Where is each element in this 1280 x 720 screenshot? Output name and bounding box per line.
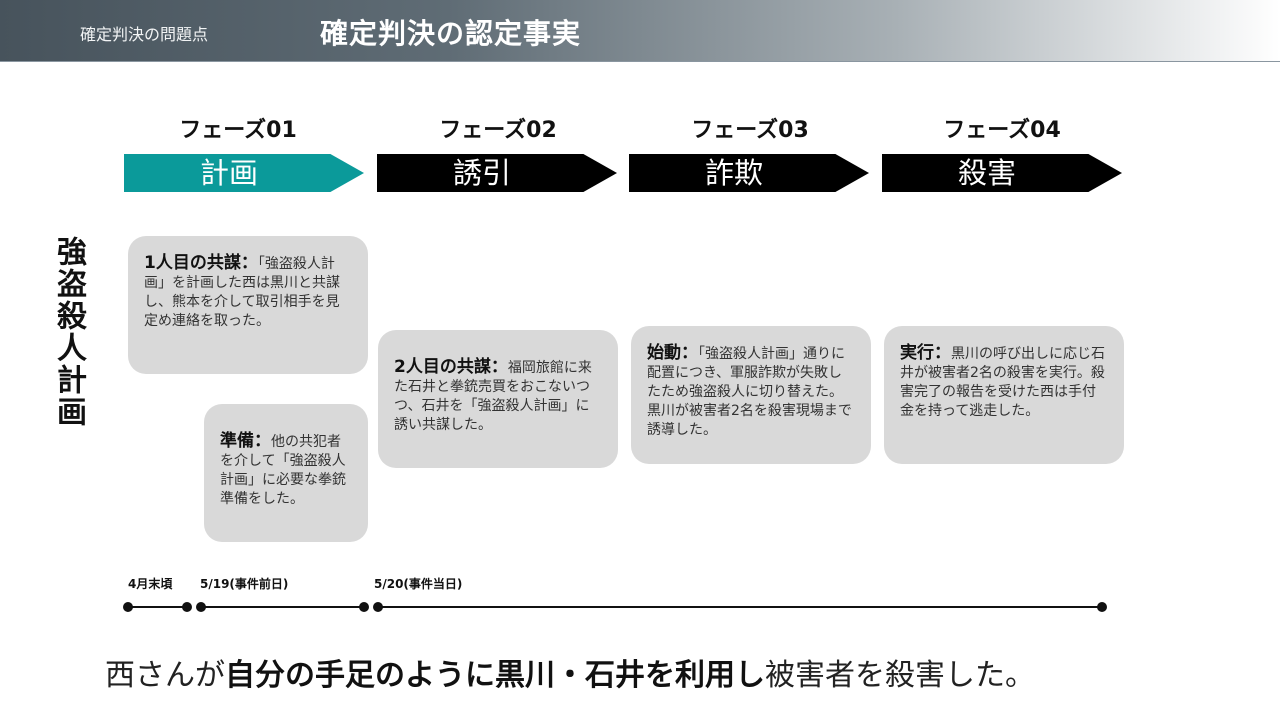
timeline-label-may19: 5/19(事件前日) xyxy=(200,577,289,591)
slide-title: 確定判決の認定事実 xyxy=(320,17,582,50)
card-first-conspiracy: 1人目の共謀：「強盗殺人計画」を計画した西は黒川と共謀し、熊本を介して取引相手を… xyxy=(128,236,368,374)
phase-name-kill: 殺害 xyxy=(957,156,1016,190)
timeline-label-late-april: 4月末頃 xyxy=(128,577,173,591)
card-head: 準備： xyxy=(220,431,271,451)
timeline-dot xyxy=(359,602,369,612)
side-title: 強盗殺人計画 xyxy=(51,236,86,428)
timeline-dot xyxy=(123,602,133,612)
timeline-segment-3 xyxy=(378,606,1102,608)
timeline-dot xyxy=(1097,602,1107,612)
card-body: 他の共犯者を介して「強盗殺人計画」に必要な拳銃準備をした。 xyxy=(220,434,346,507)
card-start: 始動：「強盗殺人計画」通りに配置につき、軍服詐欺が失敗したため強盗殺人に切り替え… xyxy=(631,326,871,464)
card-preparation: 準備：他の共犯者を介して「強盗殺人計画」に必要な拳銃準備をした。 xyxy=(204,404,368,542)
phase-arrow-lure: 誘引 xyxy=(377,154,617,192)
timeline-dot xyxy=(373,602,383,612)
phase-name-lure: 誘引 xyxy=(452,156,511,190)
card-body: 「強盗殺人計画」通りに配置につき、軍服詐欺が失敗したため強盗殺人に切り替えた。黒… xyxy=(647,346,852,438)
phase-arrow-kill: 殺害 xyxy=(882,154,1122,192)
card-head: 2人目の共謀： xyxy=(394,357,508,377)
card-execution: 実行：黒川の呼び出しに応じ石井が被害者2名の殺害を実行。殺害完了の報告を受けた西… xyxy=(884,326,1124,464)
phase-name-fraud: 詐欺 xyxy=(704,156,763,190)
card-head: 1人目の共謀： xyxy=(144,253,258,273)
timeline-segment-1 xyxy=(128,606,186,608)
phase-label-01: フェーズ01 xyxy=(179,118,297,143)
timeline-segment-2 xyxy=(200,606,364,608)
card-body: 黒川の呼び出しに応じ石井が被害者2名の殺害を実行。殺害完了の報告を受けた西は手付… xyxy=(900,346,1105,419)
card-second-conspiracy: 2人目の共謀：福岡旅館に来た石井と拳銃売買をおこないつつ、石井を「強盗殺人計画」… xyxy=(378,330,618,468)
timeline-dot xyxy=(196,602,206,612)
summary-suffix: 被害者を殺害した。 xyxy=(765,658,1035,693)
timeline-dot xyxy=(182,602,192,612)
slide-header: 確定判決の問題点 確定判決の認定事実 xyxy=(0,0,1280,62)
summary-emphasis: 自分の手足のように黒川・石井を利用し xyxy=(225,658,765,693)
phase-arrow-plan: 計画 xyxy=(124,154,364,192)
phase-name-plan: 計画 xyxy=(199,156,258,190)
card-body: 「強盗殺人計画」を計画した西は黒川と共謀し、熊本を介して取引相手を見定め連絡を取… xyxy=(144,256,340,329)
phase-arrow-fraud: 詐欺 xyxy=(629,154,869,192)
timeline-label-may20: 5/20(事件当日) xyxy=(374,577,463,591)
phase-label-02: フェーズ02 xyxy=(439,118,557,143)
card-body: 福岡旅館に来た石井と拳銃売買をおこないつつ、石井を「強盗殺人計画」に誘い共謀した… xyxy=(394,360,592,433)
phase-label-03: フェーズ03 xyxy=(691,118,809,143)
phase-label-04: フェーズ04 xyxy=(943,118,1061,143)
card-head: 実行： xyxy=(900,343,951,363)
card-head: 始動： xyxy=(647,343,698,363)
summary-sentence: 西さんが自分の手足のように黒川・石井を利用し被害者を殺害した。 xyxy=(105,650,1035,694)
section-breadcrumb: 確定判決の問題点 xyxy=(80,25,209,44)
summary-prefix: 西さんが xyxy=(105,658,225,693)
